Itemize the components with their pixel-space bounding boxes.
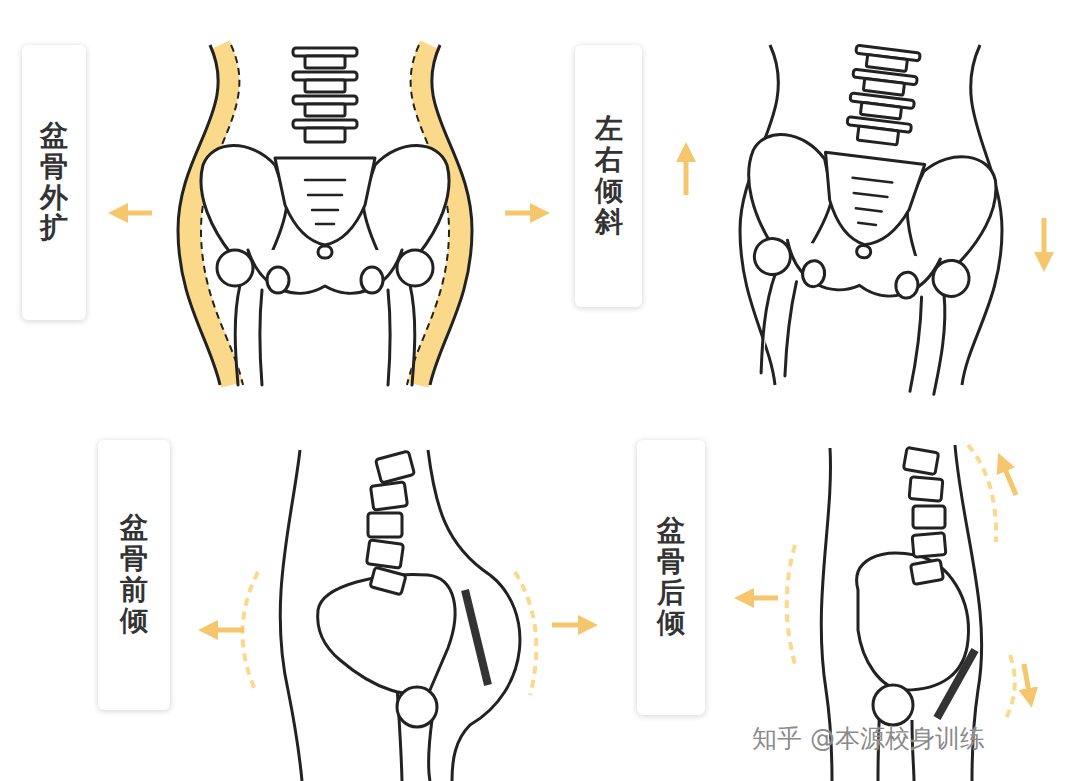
label-card: 左右倾斜 [575, 45, 642, 307]
vertical-title: 盆骨后倾 [657, 516, 685, 639]
label-card: 盆骨后倾 [637, 440, 705, 715]
vertical-title: 盆骨外扩 [40, 121, 68, 244]
vertical-title: 盆骨前倾 [120, 513, 148, 636]
watermark: 知乎 @本源校身训练 [752, 722, 985, 755]
vertical-title: 左右倾斜 [595, 114, 623, 237]
label-card: 盆骨外扩 [22, 45, 86, 320]
label-card: 盆骨前倾 [98, 440, 170, 710]
